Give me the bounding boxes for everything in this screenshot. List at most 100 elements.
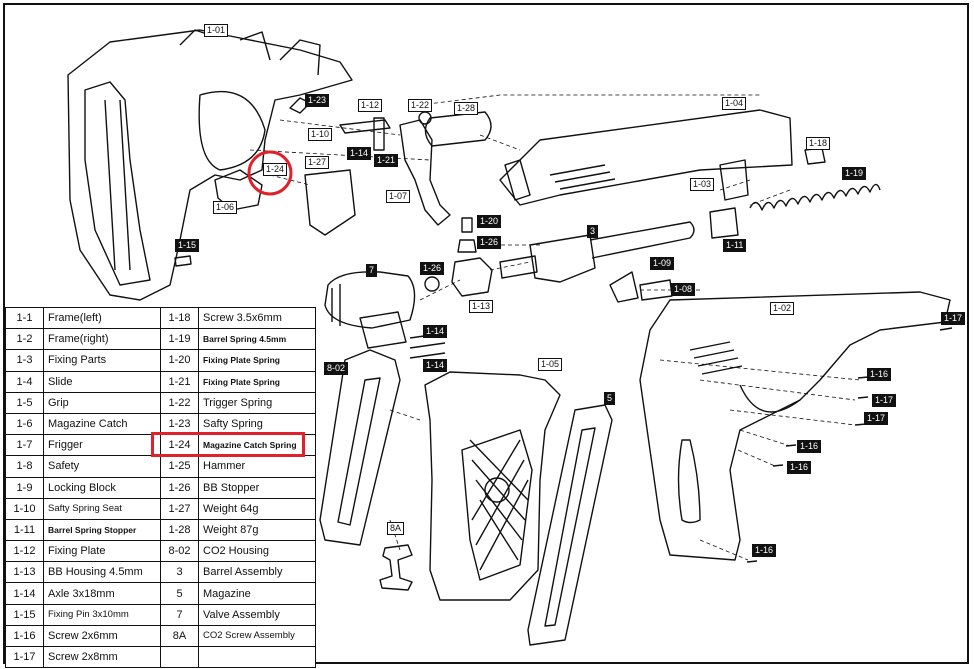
callout-7: 7 <box>366 264 378 277</box>
bb-stopper-1-26-part <box>457 239 477 253</box>
part-number-left: 1-11 <box>5 518 44 542</box>
callout-1-20: 1-20 <box>477 215 502 228</box>
part-name-right: BB Stopper <box>198 476 316 499</box>
callout-1-14b: 1-14 <box>423 325 448 338</box>
screw-3-5x6-part <box>804 147 826 165</box>
callout-1-16a: 1-16 <box>867 368 892 381</box>
part-number-right: 8-02 <box>160 540 199 563</box>
frame-right-part <box>639 291 951 561</box>
part-number-right: 1-24 <box>160 434 199 457</box>
callout-1-05: 1-05 <box>538 358 563 371</box>
part-name-left: Screw 2x6mm <box>43 624 161 648</box>
callout-1-03: 1-03 <box>690 178 715 191</box>
part-name-right: Fixing Plate Spring <box>198 349 316 372</box>
callout-1-07: 1-07 <box>386 190 411 203</box>
part-number-left: 1-10 <box>5 497 44 520</box>
callout-1-14a: 1-14 <box>347 147 372 160</box>
callout-1-12: 1-12 <box>358 99 383 112</box>
screws-group <box>174 255 953 563</box>
part-number-left: 1-9 <box>5 476 44 499</box>
part-name-right: Weight 87g <box>198 518 316 542</box>
part-number-left: 1-1 <box>5 306 44 330</box>
trigger-part <box>399 119 451 226</box>
part-number-right: 1-20 <box>160 349 199 372</box>
diagram-frame <box>3 3 969 664</box>
part-number-right: 1-21 <box>160 370 199 393</box>
callout-5: 5 <box>604 392 616 405</box>
part-name-right: Screw 3.5x6mm <box>198 306 316 330</box>
frame-left-part <box>67 29 353 301</box>
part-number-left: 1-15 <box>5 603 44 626</box>
part-name-left: Grip <box>43 391 161 414</box>
callout-1-06: 1-06 <box>213 201 238 214</box>
part-number-right: 1-25 <box>160 455 199 478</box>
part-name-right: CO2 Screw Assembly <box>198 624 316 648</box>
safety-part <box>639 279 673 301</box>
part-name-right: Safty Spring <box>198 412 316 436</box>
bb-housing-part <box>451 257 493 297</box>
part-number-right: 3 <box>160 561 199 584</box>
part-name-left: Fixing Parts <box>43 349 161 372</box>
callout-1-10: 1-10 <box>308 128 333 141</box>
callout-1-23: 1-23 <box>305 94 330 107</box>
part-name-right <box>198 645 316 669</box>
weight-64g-part <box>304 169 356 236</box>
co2-screw-part <box>379 544 413 591</box>
fixing-plate-spring-part <box>373 117 385 151</box>
part-name-right: Barrel Assembly <box>198 561 316 584</box>
part-number-left: 1-4 <box>5 370 44 393</box>
callout-1-13: 1-13 <box>469 300 494 313</box>
part-number-right: 1-26 <box>160 476 199 499</box>
part-name-left: Frigger <box>43 434 161 457</box>
part-name-left: Fixing Plate <box>43 540 161 563</box>
part-number-left: 1-7 <box>5 434 44 457</box>
part-name-left: Slide <box>43 370 161 393</box>
part-number-left: 1-13 <box>5 561 44 584</box>
part-name-right: Weight 64g <box>198 497 316 520</box>
co2-housing-part <box>319 349 401 546</box>
callout-1-21: 1-21 <box>374 154 399 167</box>
callout-1-17a: 1-17 <box>941 312 966 325</box>
part-name-right: CO2 Housing <box>198 540 316 563</box>
spring-1-20-part <box>461 217 473 233</box>
part-number-left: 1-17 <box>5 645 44 669</box>
callout-1-28: 1-28 <box>454 102 479 115</box>
callout-1-18: 1-18 <box>806 137 831 150</box>
part-name-left: Safty Spring Seat <box>43 497 161 520</box>
callout-1-08: 1-08 <box>671 283 696 296</box>
callout-1-22: 1-22 <box>408 99 433 112</box>
part-number-right: 1-18 <box>160 306 199 330</box>
part-name-right: Valve Assembly <box>198 603 316 626</box>
part-name-left: BB Housing 4.5mm <box>43 561 161 584</box>
callout-1-16b: 1-16 <box>797 440 822 453</box>
barrel-spring-stopper-part <box>709 207 739 239</box>
fixing-parts-part <box>719 159 749 201</box>
barrel-assembly-part <box>499 221 695 283</box>
part-name-left: Frame(right) <box>43 328 161 351</box>
part-number-right <box>160 645 199 669</box>
part-number-right: 7 <box>160 603 199 626</box>
part-name-right: Fixing Plate Spring <box>198 370 316 393</box>
callout-3: 3 <box>587 225 599 238</box>
valve-assembly-part <box>324 271 416 349</box>
assembly-lines <box>249 94 861 561</box>
part-number-left: 1-14 <box>5 582 44 605</box>
part-name-left: Barrel Spring Stopper <box>43 518 161 542</box>
callout-1-17c: 1-17 <box>864 412 889 425</box>
callout-8-02: 8-02 <box>324 362 349 375</box>
part-name-left: Frame(left) <box>43 306 161 330</box>
part-number-left: 1-3 <box>5 349 44 372</box>
barrel-spring-part <box>749 183 881 211</box>
callout-1-17b: 1-17 <box>872 394 897 407</box>
callout-1-24: 1-24 <box>263 163 288 176</box>
locking-block-part <box>609 271 639 303</box>
